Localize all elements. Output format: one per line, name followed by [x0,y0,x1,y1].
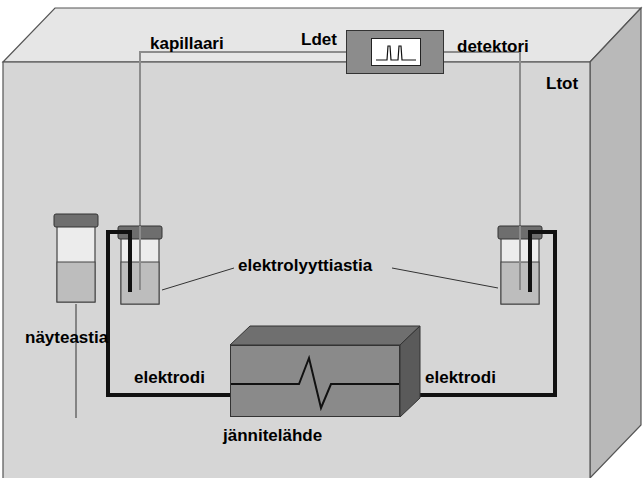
cabinet-top [3,8,641,62]
node-label: jännitelähde [223,426,322,446]
detector-box: detektori [346,30,444,74]
node-label: näyteastia [25,328,108,348]
electrode-wire [108,232,230,395]
part-label: elektrolyyttiastia [238,256,372,276]
sample-vial-node: näyteastia [55,212,97,304]
capillary [444,52,520,238]
part-label: elektrodi [134,368,205,388]
capillary [519,226,521,290]
leader-line [392,268,498,288]
electrolyte-vial [498,226,542,304]
part-label: elektrodi [425,368,496,388]
cabinet-front [3,62,590,478]
power-supply-side [400,326,420,417]
length-label: Ltot [546,74,578,94]
power-supply-top [230,326,420,345]
leader-line [76,304,77,418]
sample-vial [54,214,98,302]
cabinet-side [590,8,641,478]
length-label: Ldet [301,30,337,50]
electrode-wire [398,232,555,395]
leader-line [162,268,234,290]
node-label: detektori [457,37,529,57]
electrolyte-vial [118,226,162,304]
voltage-symbol [231,346,399,416]
detector-screen [371,38,421,66]
power-supply-box: jännitelähde [230,345,400,417]
capillary [140,52,346,238]
capillary [139,226,141,290]
capillary-label: kapillaari [150,34,224,54]
